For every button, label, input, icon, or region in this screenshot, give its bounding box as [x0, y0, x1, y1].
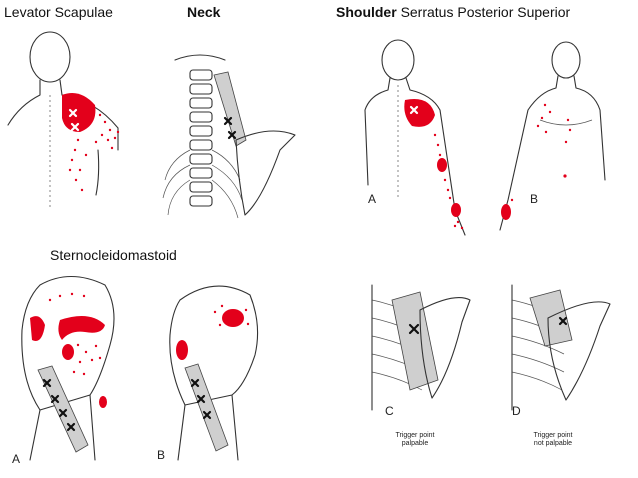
panel-letter-scm-b: B — [157, 448, 166, 462]
pain-zone-ear — [176, 340, 188, 360]
scapula-figure-c — [371, 284, 471, 411]
scapula-figure-d — [511, 284, 611, 411]
pain-zone-forehead — [222, 309, 244, 327]
scm-b-trigger-x-marks — [190, 378, 212, 420]
levator-scapulae-muscle — [213, 71, 247, 147]
ribs — [162, 149, 243, 219]
title-neck: Neck — [187, 4, 221, 20]
referral-dots-shoulder — [68, 113, 120, 192]
pain-zone-neck-angle — [62, 92, 96, 132]
pain-zone-occiput — [30, 316, 45, 341]
serratus-front-figure — [499, 41, 606, 231]
head-outline — [169, 285, 259, 406]
sternocleidomastoid-muscle — [184, 363, 229, 452]
pain-zone-scapula — [404, 99, 435, 127]
serratus-posterior-superior-muscle — [391, 291, 439, 391]
scm-a-trigger-x-marks — [42, 378, 76, 432]
head-outline — [21, 276, 115, 411]
torso-arm-outline — [364, 77, 466, 236]
title-shoulder-group: Shoulder Serratus Posterior Superior — [336, 4, 570, 20]
chest-line — [539, 119, 593, 126]
levator-scapulae-figure — [7, 31, 120, 210]
torso-outline — [95, 149, 100, 196]
scapula-d-trigger-x — [558, 316, 568, 326]
pain-zone-wrist — [451, 203, 461, 217]
pain-zone-elbow — [437, 158, 447, 172]
caption-trigger-point-not-palpable: Trigger point not palpable — [533, 432, 573, 447]
neck-outline — [29, 394, 96, 461]
title-serratus-posterior-superior: Serratus Posterior Superior — [400, 4, 571, 20]
panel-letter-scm-a: A — [12, 452, 21, 466]
pain-zone-eyebrow — [58, 316, 105, 340]
referral-dots-forehead — [213, 304, 250, 327]
vertebrae — [189, 69, 213, 207]
scm-figure-a — [21, 276, 115, 461]
title-levator-scapulae: Levator Scapulae — [4, 4, 113, 20]
referral-dots-front — [510, 103, 572, 202]
neck-spine-figure — [162, 54, 296, 219]
pain-zone-cheek — [62, 344, 74, 360]
serratus-back-figure — [364, 39, 466, 236]
scapula-outline — [419, 297, 471, 399]
title-shoulder: Shoulder — [336, 4, 397, 20]
panel-letter-scapula-c: C — [385, 404, 394, 418]
serratus-posterior-superior-muscle — [529, 289, 573, 347]
panel-letter-scapula-d: D — [512, 404, 521, 418]
sternocleidomastoid-muscle — [37, 365, 89, 453]
serratus-trigger-x — [409, 105, 419, 115]
head-outline — [381, 39, 415, 81]
head-outline — [29, 31, 71, 83]
pain-zone-throat — [99, 396, 107, 408]
trigger-point-x-marks — [68, 108, 80, 132]
scapula-outline — [235, 130, 296, 216]
skull-base — [174, 54, 226, 61]
referral-dots-face — [48, 292, 102, 376]
caption-trigger-point-palpable: Trigger point palpable — [395, 432, 435, 447]
neck-outline — [177, 394, 239, 461]
neck-trigger-x-marks — [223, 116, 237, 140]
scapula-c-trigger-x — [408, 323, 420, 335]
scm-figure-b — [169, 285, 259, 461]
title-sternocleidomastoid: Sternocleidomastoid — [50, 247, 177, 263]
torso-arm-outline — [499, 75, 606, 231]
panel-letter-serratus-b: B — [530, 192, 539, 206]
referral-dots-arm — [433, 133, 464, 230]
head-outline — [551, 41, 581, 79]
scapula-outline — [547, 301, 611, 401]
pain-zone-hand — [501, 204, 511, 220]
panel-letter-serratus-a: A — [368, 192, 377, 206]
